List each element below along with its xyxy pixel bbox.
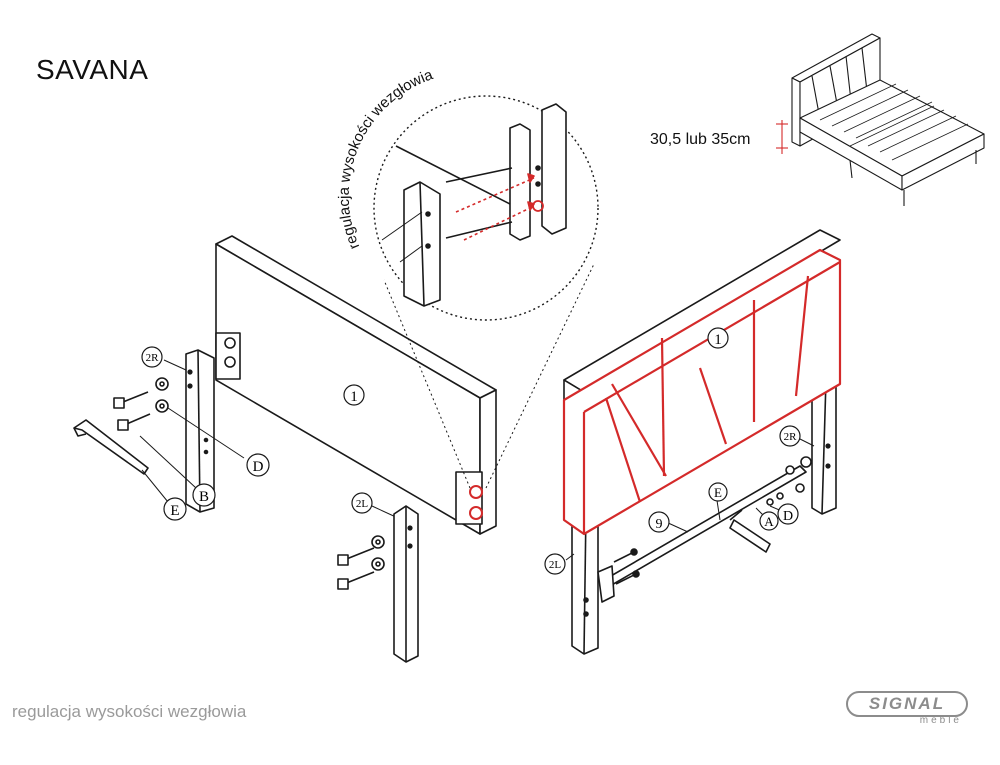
callout-9: 9 xyxy=(648,511,670,533)
callout-2l-left: 2L xyxy=(351,492,373,514)
logo-wordmark: SIGNAL xyxy=(846,691,968,717)
page-title: SAVANA xyxy=(36,54,149,85)
bed-thumbnail xyxy=(776,33,985,206)
svg-text:9: 9 xyxy=(656,517,663,532)
callout-2r-left: 2R xyxy=(141,346,163,368)
svg-text:A: A xyxy=(764,514,774,529)
callout-2r-right: 2R xyxy=(779,425,801,447)
zoom-detail xyxy=(373,95,599,489)
headboard-front-highlight xyxy=(562,248,842,536)
svg-text:1: 1 xyxy=(714,332,722,348)
bolt-2l-lower xyxy=(337,557,385,590)
rear-bracket-lower xyxy=(455,471,483,525)
allen-key-right xyxy=(729,509,771,553)
callout-a: A xyxy=(759,511,779,531)
svg-text:2R: 2R xyxy=(146,352,160,364)
bolt-2l-upper xyxy=(337,535,385,566)
callout-d-left: D xyxy=(246,453,270,477)
bracket-rail xyxy=(597,456,812,603)
callout-b: B xyxy=(192,483,216,507)
height-label: 30,5 lub 35cm xyxy=(650,131,751,148)
leg-2l-left-view xyxy=(393,505,419,663)
svg-text:2L: 2L xyxy=(549,559,562,571)
callout-headboard-right: 1 xyxy=(707,327,729,349)
svg-text:1: 1 xyxy=(350,389,358,405)
footer-caption: regulacja wysokości wezgłowia xyxy=(12,702,247,721)
svg-text:D: D xyxy=(783,509,793,524)
allen-key-left xyxy=(73,419,149,475)
bolt-lower-left xyxy=(117,399,169,431)
rear-bracket-upper xyxy=(215,332,241,380)
svg-text:E: E xyxy=(170,503,179,519)
callout-e-right: E xyxy=(708,482,728,502)
svg-text:D: D xyxy=(253,459,264,475)
leg-2r-right-view xyxy=(811,379,837,515)
logo-subtext: meble xyxy=(919,715,962,726)
bolt-upper-left xyxy=(113,377,169,409)
svg-text:E: E xyxy=(714,485,722,500)
svg-text:B: B xyxy=(199,489,209,505)
svg-text:2L: 2L xyxy=(356,498,369,510)
svg-text:2R: 2R xyxy=(784,431,798,443)
brand-logo: SIGNAL meble xyxy=(846,691,970,729)
callout-d-right: D xyxy=(777,503,799,525)
callout-headboard-left: 1 xyxy=(343,384,365,406)
callout-e-left: E xyxy=(163,497,187,521)
leader-lines-left xyxy=(139,359,399,519)
callout-2l-right: 2L xyxy=(544,553,566,575)
